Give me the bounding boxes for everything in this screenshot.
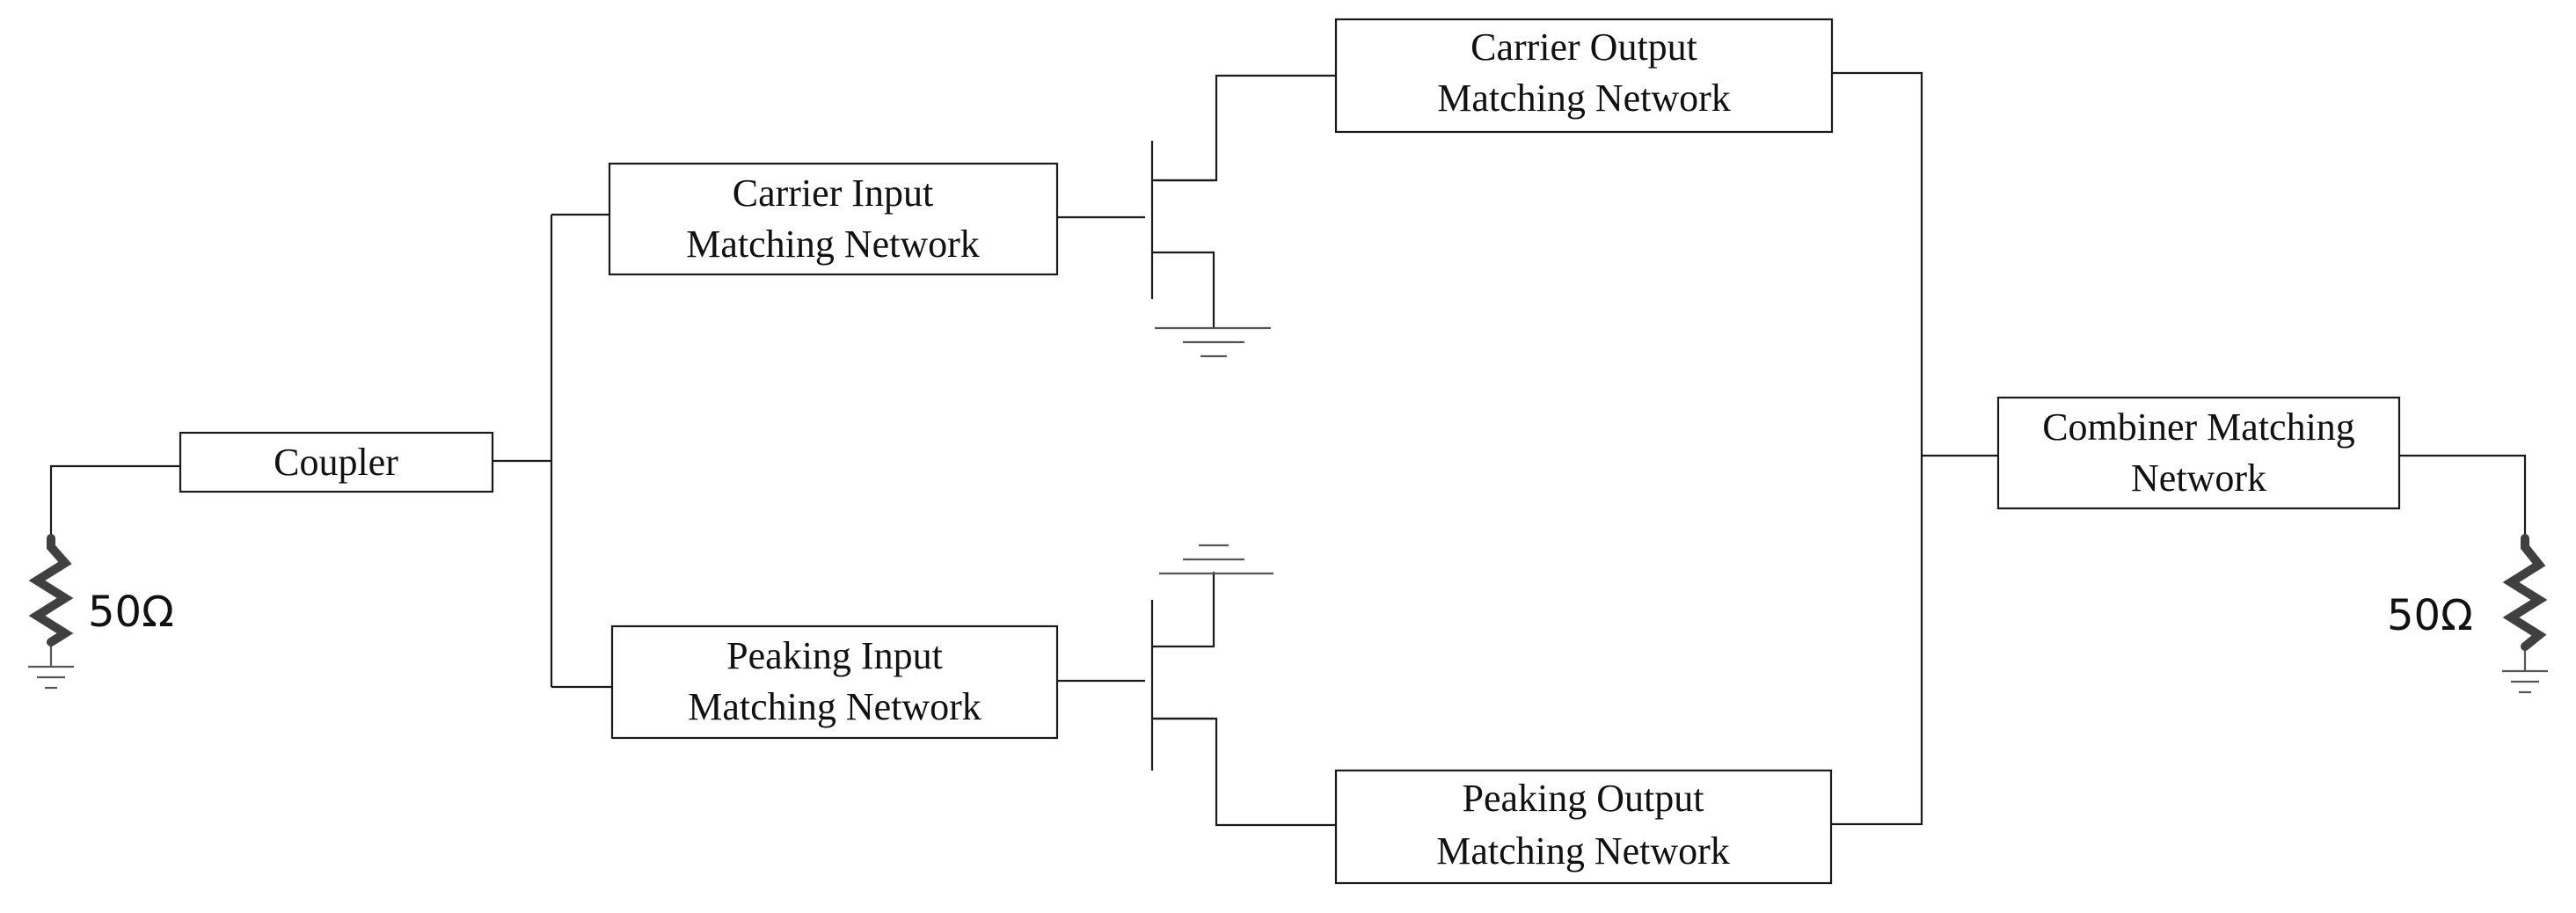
output-load-value: 50Ω [2387, 591, 2473, 640]
coupler-block: Coupler [179, 431, 494, 493]
peaking-transistor [1150, 572, 1215, 771]
carrier-transistor-source [1152, 251, 1215, 328]
peaking-output-label-line1: Peaking Output [1463, 777, 1704, 820]
peaking-input-label-line2: Matching Network [688, 685, 982, 728]
wire-combiner-to-load [2399, 454, 2527, 538]
peaking-ground-icon [1159, 544, 1273, 575]
peaking-output-matching-block: Peaking Output Matching Network [1334, 769, 1833, 885]
coupler-label: Coupler [274, 441, 398, 484]
carrier-input-matching-block: Carrier Input Matching Network [608, 162, 1059, 276]
peaking-output-label-line2: Matching Network [1436, 829, 1730, 873]
source-load-value: 50Ω [88, 588, 174, 637]
wire-source-to-coupler [49, 464, 180, 538]
load-ground-icon [2502, 646, 2548, 694]
carrier-input-label-line1: Carrier Input [733, 172, 933, 215]
carrier-output-label-line2: Matching Network [1437, 77, 1731, 120]
peaking-transistor-source [1152, 572, 1215, 648]
carrier-input-label-line2: Matching Network [686, 223, 980, 266]
combiner-label-line2: Network [2131, 456, 2266, 500]
wire-carrier-drain-to-output [1155, 74, 1336, 182]
source-resistor-icon [28, 534, 74, 646]
carrier-transistor [1150, 141, 1215, 328]
combiner-label-line1: Combiner Matching [2042, 405, 2355, 449]
wire-carrier-output-to-rail [1831, 71, 1923, 826]
carrier-ground-icon [1155, 326, 1271, 358]
wire-peaking-drain-to-output [1155, 717, 1336, 827]
source-ground-icon [28, 642, 74, 690]
combiner-matching-block: Combiner Matching Network [1996, 396, 2401, 510]
load-resistor-icon [2502, 534, 2548, 651]
peaking-input-matching-block: Peaking Input Matching Network [610, 624, 1059, 740]
carrier-output-label-line1: Carrier Output [1470, 26, 1697, 69]
carrier-output-matching-block: Carrier Output Matching Network [1334, 18, 1834, 134]
peaking-input-label-line1: Peaking Input [726, 634, 943, 677]
wires [49, 71, 2527, 827]
